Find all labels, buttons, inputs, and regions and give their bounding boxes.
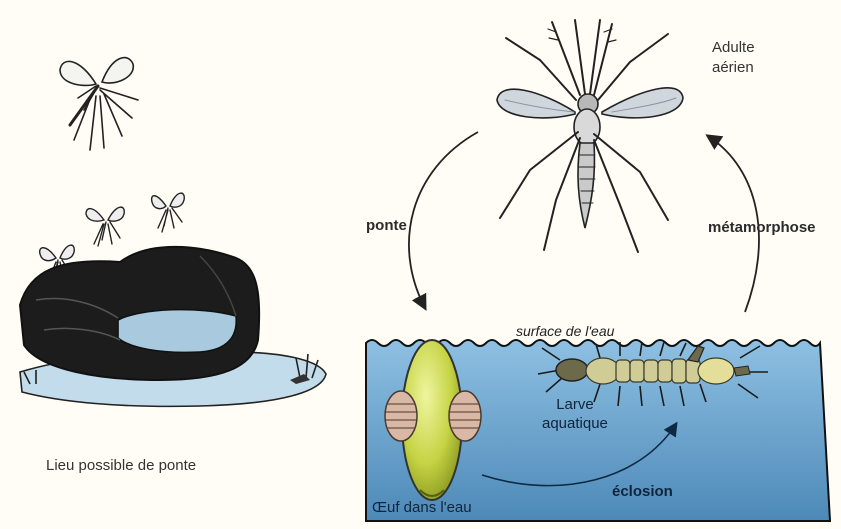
arrow-ponte [409,132,478,308]
flying-mosquito-small-1 [86,207,124,246]
ponte-label: ponte [366,218,407,233]
eclosion-label: éclosion [612,484,673,499]
adult-mosquito-illustration [497,20,683,252]
metamorphose-label: métamorphose [708,220,816,235]
flying-mosquito-large-left [60,58,138,150]
water-surface-label: surface de l'eau [516,324,614,338]
adult-label: Adulte aérien [712,38,755,77]
container-illustration [20,247,326,407]
egg-label: Œuf dans l'eau [372,500,472,515]
flying-mosquito-small-2 [152,193,185,232]
larva-label: Larve aquatique [542,396,608,434]
breeding-site-label: Lieu possible de ponte [46,458,196,473]
